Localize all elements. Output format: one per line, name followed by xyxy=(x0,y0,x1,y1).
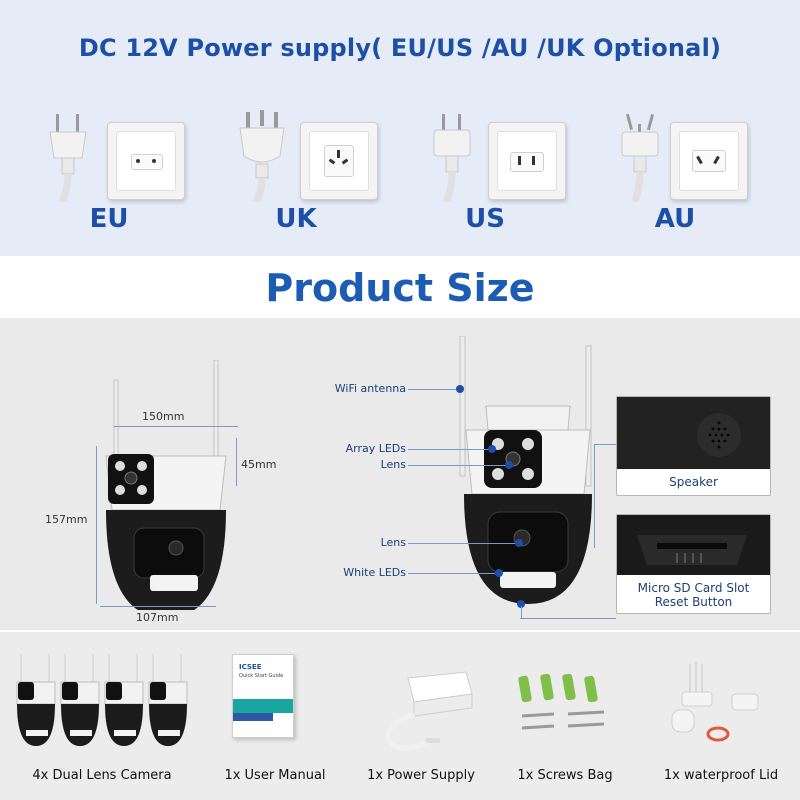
sd-card-image xyxy=(617,515,770,575)
sd-card-label: Micro SD Card Slot xyxy=(637,581,750,595)
manual-brand: ICSEE xyxy=(239,663,262,671)
callout-wifi-antenna: WiFi antenna xyxy=(334,382,406,395)
power-supply-image xyxy=(385,671,473,751)
dimension-base-width: 107mm xyxy=(136,611,179,624)
screws-bag-image xyxy=(518,673,605,730)
callout-array-leds-line xyxy=(408,449,492,450)
callout-white-leds: White LEDs xyxy=(343,566,406,579)
callout-white-leds-line xyxy=(408,573,498,574)
au-label: AU xyxy=(654,204,696,234)
package-contents-section: 4x Dual Lens Camera ICSEE Quick Start Gu… xyxy=(0,632,800,800)
eu-plug-icon xyxy=(49,114,87,202)
callout-lens-bottom: Lens xyxy=(380,536,406,549)
speaker-connector-hline xyxy=(594,444,616,445)
us-socket xyxy=(488,122,566,200)
sd-card-connector-dot xyxy=(517,600,525,608)
sd-card-connector-line xyxy=(520,618,616,619)
cameras-image xyxy=(16,654,188,747)
callout-lens-bottom-dot xyxy=(515,539,523,547)
callout-lens-top-line xyxy=(408,465,508,466)
top-height-dimension-line xyxy=(236,438,237,486)
product-size-header: Product Size xyxy=(0,256,800,318)
manual-subtitle: Quick Start Guide xyxy=(239,673,284,679)
callout-array-leds: Array LEDs xyxy=(345,442,406,455)
au-plug-icon xyxy=(621,113,659,202)
package-item-cameras: 4x Dual Lens Camera xyxy=(32,768,172,783)
sd-card-feature-box: Micro SD Card Slot Reset Button xyxy=(616,514,771,614)
us-plug-icon xyxy=(433,114,471,202)
user-manual-image: ICSEE Quick Start Guide xyxy=(232,654,294,738)
au-socket xyxy=(670,122,748,200)
reset-button-label: Reset Button xyxy=(654,595,733,609)
package-item-waterproof-lid: 1x waterproof Lid xyxy=(663,768,779,783)
speaker-connector-line xyxy=(594,444,595,548)
dimension-top-height: 45mm xyxy=(241,458,277,471)
power-supply-section: DC 12V Power supply( EU/US /AU /UK Optio… xyxy=(0,0,800,256)
callout-lens-bottom-line xyxy=(408,543,518,544)
eu-socket xyxy=(107,122,185,200)
dimension-total-height: 157mm xyxy=(45,513,88,526)
callout-lens-top: Lens xyxy=(380,458,406,471)
camera-detail-image xyxy=(459,336,592,604)
callout-white-leds-dot xyxy=(495,569,503,577)
speaker-image xyxy=(617,397,770,469)
dimension-width: 150mm xyxy=(142,410,185,423)
uk-label: UK xyxy=(275,204,317,234)
product-size-section: 150mm 45mm 157mm 107mm WiFi antenna Arra… xyxy=(0,318,800,630)
speaker-label: Speaker xyxy=(669,475,718,489)
us-label: US xyxy=(465,204,505,234)
total-height-dimension-line xyxy=(96,446,97,604)
speaker-feature-box: Speaker xyxy=(616,396,771,496)
callout-wifi-antenna-dot xyxy=(456,385,464,393)
product-size-title: Product Size xyxy=(265,266,535,310)
callout-lens-top-dot xyxy=(505,461,513,469)
package-item-power-supply: 1x Power Supply xyxy=(367,768,475,783)
power-supply-title: DC 12V Power supply( EU/US /AU /UK Optio… xyxy=(78,34,722,62)
eu-label: EU xyxy=(89,204,129,234)
width-dimension-line xyxy=(114,426,238,427)
callout-array-leds-dot xyxy=(488,445,496,453)
camera-front-image xyxy=(105,360,227,610)
waterproof-lid-image xyxy=(671,662,759,742)
callout-wifi-antenna-line xyxy=(408,389,460,390)
package-item-manual: 1x User Manual xyxy=(224,768,326,783)
uk-plug-icon xyxy=(239,110,285,202)
base-width-dimension-line xyxy=(100,606,216,607)
sd-card-connector-vline xyxy=(521,606,522,618)
uk-socket xyxy=(300,122,378,200)
package-item-screws: 1x Screws Bag xyxy=(517,768,613,783)
